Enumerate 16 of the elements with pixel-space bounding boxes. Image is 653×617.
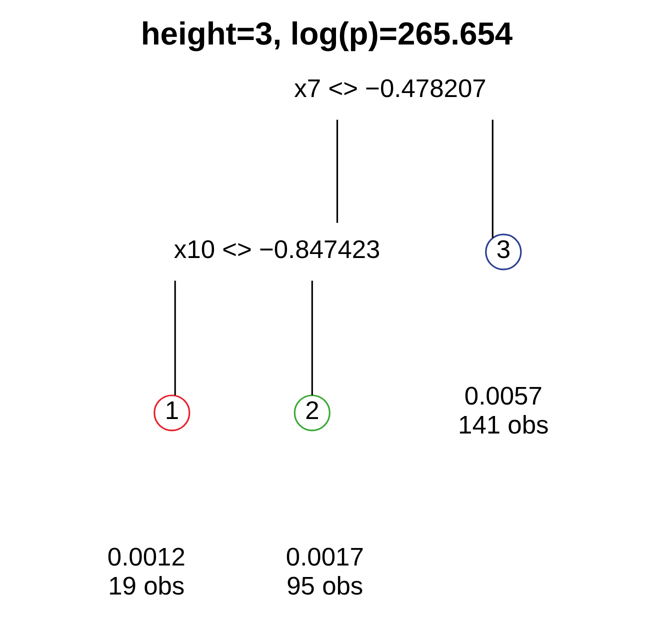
connector — [311, 280, 313, 396]
node-circle: 2 — [294, 394, 330, 432]
node-text: x10 <> −0.847423 — [174, 236, 380, 264]
connector — [336, 120, 338, 223]
node-label: 0.0057 — [464, 382, 542, 411]
node-circle: 1 — [154, 394, 190, 432]
diagram-title: height=3, log(p)=265.654 — [140, 16, 513, 52]
node-label: 95 obs — [286, 572, 364, 600]
node-label: 19 obs — [108, 572, 185, 600]
connector — [174, 280, 176, 396]
connector — [492, 120, 494, 238]
node-label: 0.0012 — [107, 544, 186, 572]
node-label: 0.0017 — [286, 544, 364, 572]
node-label: 141 obs — [458, 411, 549, 440]
node-text: x7 <> −0.478207 — [294, 75, 486, 104]
node-circle: 3 — [485, 234, 522, 270]
